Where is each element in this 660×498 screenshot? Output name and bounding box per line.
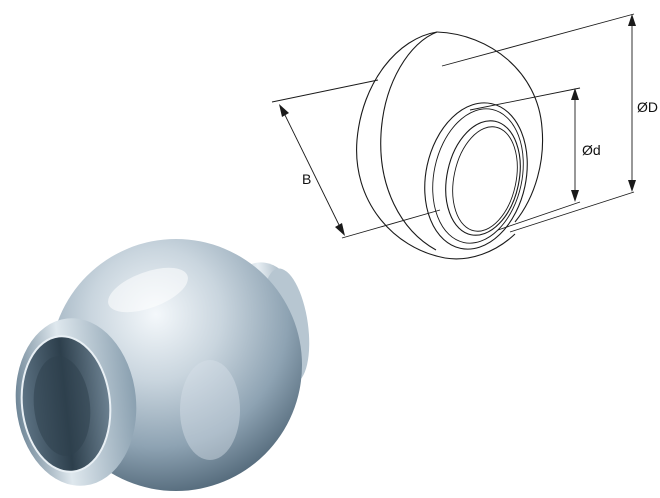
inner-diameter-label: Ød (582, 142, 601, 158)
collar-mid-ellipse (432, 108, 524, 244)
collar-outer-ellipse (424, 102, 528, 250)
sphere-bottom-outline (444, 233, 516, 260)
technical-drawing: ØD Ød B (271, 13, 658, 260)
sphere-left-face (380, 31, 438, 251)
width-label: B (302, 171, 311, 187)
outer-diameter-dimension: ØD (441, 13, 658, 233)
sphere-right-outline (436, 31, 544, 223)
ball-joint-photo (15, 239, 310, 491)
bore-outer-ellipse (445, 120, 521, 236)
sphere-outline (356, 31, 446, 259)
outer-diameter-label: ØD (637, 99, 658, 115)
width-dimension: B (271, 79, 441, 239)
inner-diameter-dimension: Ød (469, 87, 601, 231)
bore-inner-ellipse (452, 126, 518, 232)
